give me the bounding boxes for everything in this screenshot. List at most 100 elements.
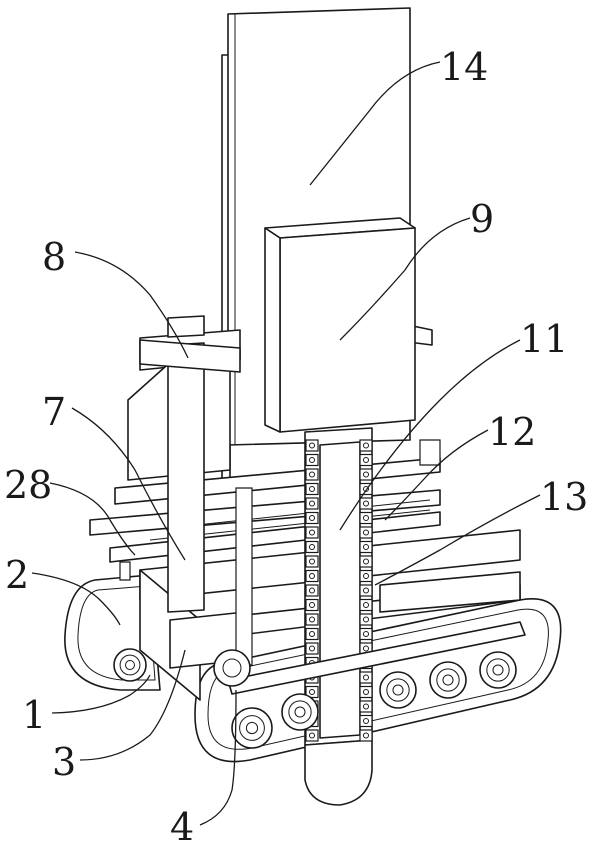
- chain-pin: [309, 486, 315, 492]
- chain-link: [359, 700, 373, 713]
- chain-link: [359, 526, 373, 539]
- callout-8: 8: [42, 235, 66, 279]
- callout-13: 13: [540, 475, 588, 519]
- wheel-hub-ring: [492, 664, 504, 676]
- road-wheel: [231, 707, 273, 749]
- chain-link: [305, 526, 319, 539]
- leader-lines: [31, 61, 541, 826]
- road-wheel: [429, 661, 467, 699]
- chain-link: [305, 497, 319, 510]
- callout-9: 9: [470, 197, 494, 241]
- chain-link: [359, 685, 373, 699]
- chain-pin: [363, 703, 369, 710]
- chain-pin: [309, 602, 315, 608]
- chain-link: [305, 627, 319, 641]
- road-wheel: [281, 693, 319, 731]
- wheel-hub-ring: [288, 700, 312, 724]
- chain-link: [359, 497, 373, 510]
- chain-pin: [363, 732, 369, 739]
- wheel-hub-ring: [239, 715, 265, 741]
- chain-pin: [309, 631, 315, 637]
- chain-pin: [363, 442, 369, 449]
- chain-pin: [309, 515, 315, 521]
- chain-pin: [363, 602, 369, 608]
- vertical-post: [139, 315, 253, 666]
- chain-link: [305, 439, 319, 452]
- chain-link: [305, 569, 319, 583]
- callout-2: 2: [5, 553, 29, 597]
- chain-pin: [363, 500, 369, 507]
- bogie-bar: [213, 621, 526, 695]
- chain-link: [359, 482, 373, 496]
- wheel-hub-ring: [294, 706, 306, 718]
- chain-link: [305, 642, 319, 655]
- wheel-hub-ring: [436, 668, 460, 692]
- wheel-hub-ring: [392, 684, 404, 696]
- chain-pin: [309, 471, 315, 478]
- chain-pin: [363, 515, 369, 521]
- chain-pin: [363, 457, 369, 463]
- chain-link: [359, 584, 373, 597]
- track-wheels: [113, 648, 517, 749]
- chain-link: [305, 729, 319, 742]
- control-box: [264, 217, 416, 433]
- chain-link: [359, 627, 373, 641]
- chain-pin: [363, 645, 369, 652]
- road-wheel: [479, 651, 517, 689]
- chain-link: [305, 482, 319, 496]
- chain-pin: [363, 544, 369, 550]
- chain-link: [305, 613, 319, 626]
- chain-link: [359, 540, 373, 554]
- chain-link: [305, 685, 319, 699]
- chain-links: [305, 439, 373, 742]
- chain-link: [359, 569, 373, 583]
- callout-12: 12: [488, 410, 536, 454]
- chain-link: [359, 439, 373, 452]
- callout-14: 14: [440, 45, 488, 89]
- chain-pin: [363, 674, 369, 681]
- wheel-hub-ring: [442, 674, 454, 686]
- chain-pin: [363, 558, 369, 565]
- wheel-hub-ring: [386, 678, 410, 702]
- chain-pin: [309, 573, 315, 579]
- chain-link: [305, 468, 319, 481]
- chain-link: [359, 511, 373, 525]
- chain-link: [359, 453, 373, 467]
- chain-pin: [309, 558, 315, 565]
- chain-link: [359, 729, 373, 742]
- chain-link: [359, 613, 373, 626]
- chain-link: [305, 584, 319, 597]
- road-wheel: [379, 671, 417, 709]
- chain-pin: [363, 587, 369, 594]
- chain-pin: [309, 442, 315, 449]
- wheel-hub-ring: [245, 721, 259, 735]
- chain-pin: [363, 529, 369, 536]
- callout-3: 3: [52, 740, 76, 784]
- chain-pin: [363, 616, 369, 623]
- chain-link: [305, 555, 319, 568]
- chain-pin: [309, 616, 315, 623]
- road-wheel: [113, 648, 147, 682]
- callout-4: 4: [170, 805, 194, 849]
- chain-pin: [309, 544, 315, 550]
- chain-pin: [363, 471, 369, 478]
- chain-link: [305, 453, 319, 467]
- wheel-hub-ring: [125, 660, 135, 670]
- chain-link: [305, 540, 319, 554]
- chain-link: [359, 555, 373, 568]
- chain-pin: [363, 718, 369, 724]
- chain-link: [305, 598, 319, 612]
- chain-pin: [309, 732, 315, 739]
- chain-pin: [363, 573, 369, 579]
- callout-labels: 14 9 8 11 7 12 28 13 2 1 3 4: [4, 45, 588, 849]
- chain-pin: [309, 645, 315, 652]
- wheel-hub-ring: [119, 654, 141, 676]
- chain-pin: [309, 689, 315, 695]
- chain-link: [359, 598, 373, 612]
- chain-pin: [309, 529, 315, 536]
- callout-1: 1: [22, 693, 46, 737]
- chain-pin: [363, 689, 369, 695]
- chain-link: [305, 511, 319, 525]
- callout-28: 28: [4, 463, 52, 507]
